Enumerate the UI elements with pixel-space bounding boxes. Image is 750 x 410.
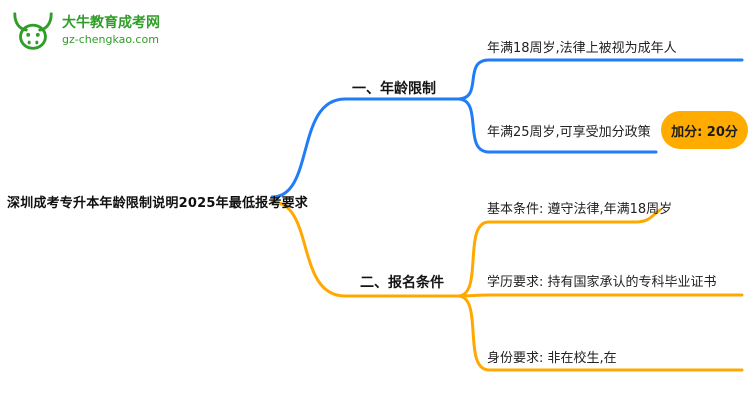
branch1-stem-line [270, 97, 460, 199]
logo-subtitle: gz-chengkao.com [62, 32, 159, 46]
bonus-points-badge: 加分: 20分 [661, 111, 748, 149]
mindmap-root-node: 深圳成考专升本年龄限制说明2025年最低报考要求 [7, 196, 308, 211]
branch2-child2-line [456, 293, 744, 298]
leaf-node-education-requirement: 学历要求: 持有国家承认的专科毕业证书 [487, 275, 717, 290]
leaf-node-basic-condition: 基本条件: 遵守法律,年满18周岁 [487, 202, 673, 217]
leaf-node-age-25: 年满25周岁,可享受加分政策 [487, 125, 651, 140]
leaf-node-identity-requirement: 身份要求: 非在校生,在 [487, 351, 617, 366]
leaf-node-age-18: 年满18周岁,法律上被视为成年人 [487, 41, 677, 56]
branch-node-apply-conditions: 二、报名条件 [360, 275, 444, 291]
branch-node-age-limit: 一、年龄限制 [352, 81, 436, 97]
branch2-stem-line [270, 200, 460, 298]
site-logo: 大牛教育成考网 gz-chengkao.com [10, 8, 160, 54]
branch1-child1-line [456, 58, 744, 101]
branch2-child3-line [456, 294, 744, 372]
bull-icon [13, 12, 53, 50]
logo-title: 大牛教育成考网 [62, 15, 160, 32]
branch1-child2-line [456, 97, 658, 154]
branch2-child1-line [456, 208, 662, 298]
